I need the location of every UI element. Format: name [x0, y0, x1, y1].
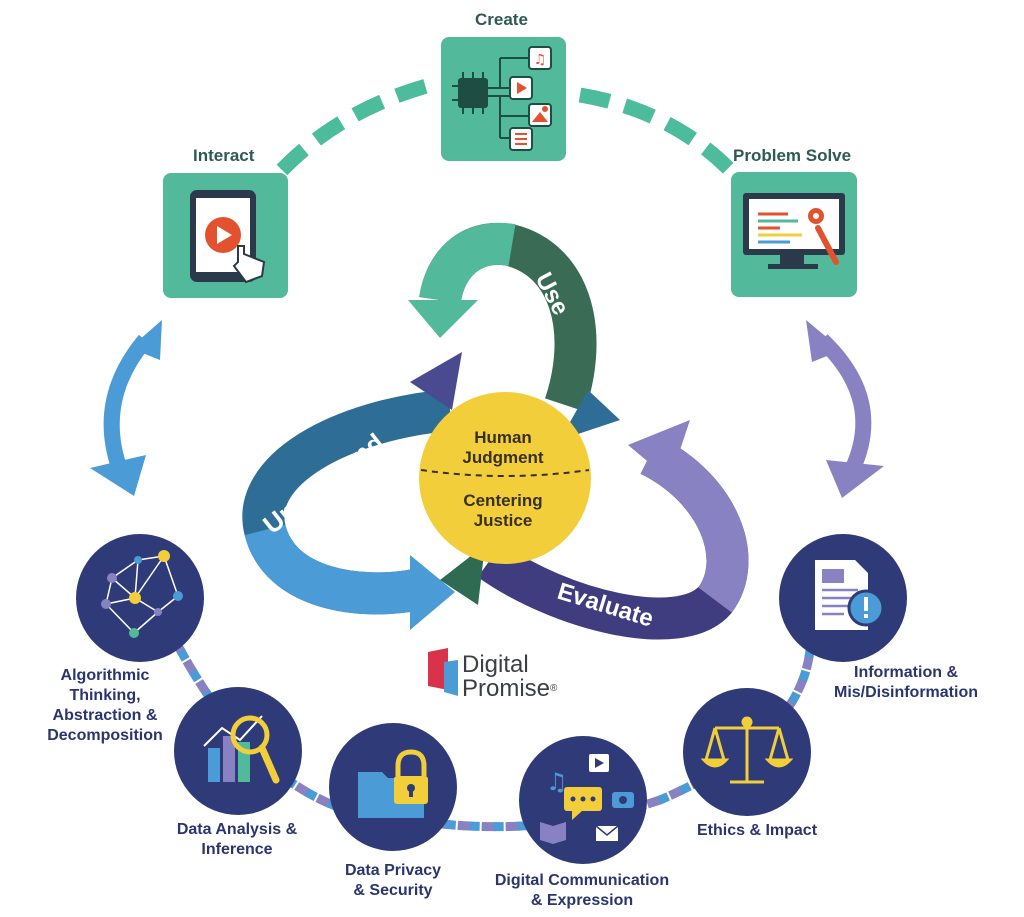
create-label: Create	[475, 10, 528, 29]
interact-node	[163, 173, 288, 298]
information-label-line-1: Information &	[854, 664, 958, 681]
ethics-impact-label: Ethics & Impact	[682, 821, 832, 841]
information-node	[779, 534, 907, 662]
algorithmic-label-line-3: Abstraction &	[52, 707, 158, 724]
svg-text:♫: ♫	[534, 52, 547, 68]
information-label-line-2: Mis/Disinformation	[833, 684, 978, 701]
data-analysis-node	[174, 687, 302, 815]
bar-chart-magnifier-icon	[203, 715, 280, 784]
ethics-impact-label-line-1: Ethics & Impact	[696, 822, 818, 839]
brand-line-2-text: Promise	[462, 675, 551, 702]
algorithmic-thinking-node	[76, 534, 204, 662]
data-analysis-label: Data Analysis & Inference	[157, 820, 317, 860]
algorithmic-label-line-1: Algorithmic	[60, 667, 150, 684]
center-line-4: Justice	[474, 511, 533, 530]
digital-promise-logo-mark	[428, 648, 458, 696]
digital-communication-label: Digital Communication & Expression	[472, 871, 692, 911]
right-double-arrow	[806, 320, 884, 498]
problem-solve-node	[731, 172, 857, 297]
interact-label: Interact	[193, 146, 255, 165]
digital-communication-label-line-2: & Expression	[530, 892, 634, 909]
folder-lock-icon	[358, 749, 428, 818]
evaluate-arrow	[440, 420, 749, 640]
data-analysis-label-line-1: Data Analysis &	[176, 821, 298, 838]
algorithmic-thinking-label: Algorithmic Thinking, Abstraction & Deco…	[20, 666, 190, 746]
problem-solve-label: Problem Solve	[733, 146, 852, 165]
digital-communication-label-line-1: Digital Communication	[494, 872, 670, 889]
digital-promise-wordmark: Digital Promise®	[462, 653, 557, 701]
center-line-1: Human	[474, 428, 532, 447]
data-privacy-node	[329, 723, 457, 851]
monitor-code-gear-icon	[743, 193, 845, 269]
data-privacy-label: Data Privacy & Security	[318, 861, 468, 901]
ethics-impact-node	[683, 688, 811, 816]
left-double-arrow	[90, 320, 162, 496]
top-dashed-connector	[276, 77, 736, 176]
algorithmic-label-line-4: Decomposition	[47, 727, 163, 744]
circuit-media-icon: ♫	[452, 46, 552, 151]
media-chat-icon: ♫	[540, 754, 634, 844]
network-graph-icon	[101, 550, 183, 638]
data-privacy-label-line-2: & Security	[353, 882, 433, 899]
brand-registered-mark: ®	[550, 683, 558, 694]
data-privacy-label-line-1: Data Privacy	[344, 862, 442, 879]
svg-text:♫: ♫	[546, 768, 568, 796]
use-arrow	[408, 222, 620, 440]
algorithmic-label-line-2: Thinking,	[69, 687, 141, 704]
brand-line-2: Promise®	[462, 677, 557, 701]
digital-communication-node: ♫	[519, 736, 647, 864]
understand-arrow	[242, 352, 462, 630]
scales-icon	[700, 716, 794, 784]
center-line-3: Centering	[463, 491, 542, 510]
document-alert-icon	[815, 560, 885, 630]
data-analysis-label-line-2: Inference	[201, 841, 273, 858]
information-label: Information & Mis/Disinformation	[816, 663, 996, 703]
brand-line-1: Digital	[462, 651, 529, 678]
center-line-2: Judgment	[462, 448, 544, 467]
center-core: Human Judgment Centering Justice	[419, 392, 591, 564]
create-node: ♫	[441, 37, 566, 161]
tablet-play-icon	[190, 190, 266, 284]
